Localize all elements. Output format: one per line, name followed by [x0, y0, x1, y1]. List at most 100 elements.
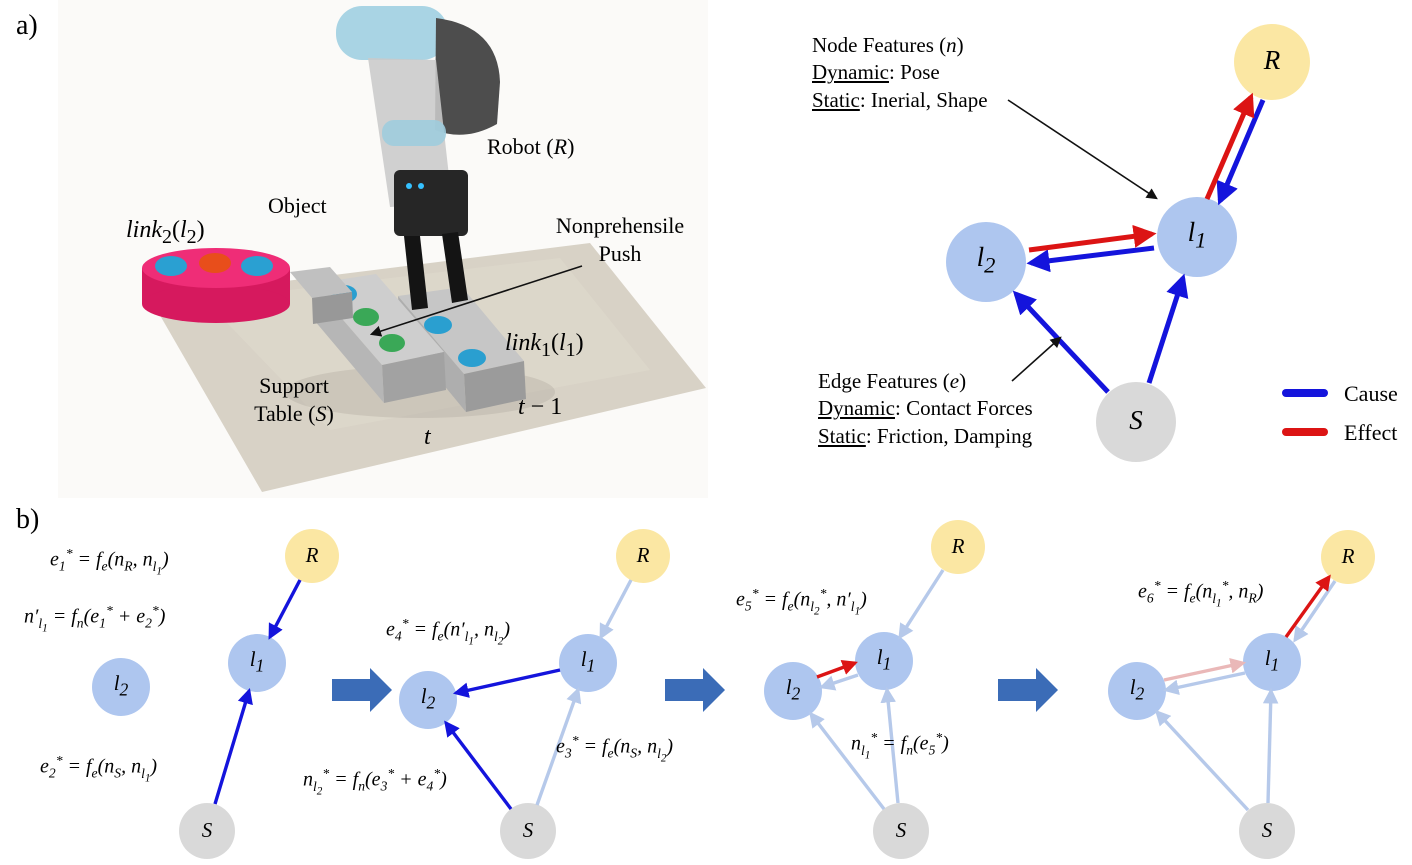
- graph-a-node-S-label: S: [1129, 404, 1143, 435]
- edge-l2-l1-effect: [1028, 224, 1157, 253]
- node-link2-circle: [1108, 662, 1166, 720]
- legend-cause-swatch: [1282, 389, 1328, 397]
- graph-a-node-R-label: R: [1263, 44, 1281, 75]
- robot-label: Robot (R): [487, 134, 575, 159]
- robot-gripper-body: [394, 170, 468, 236]
- equation-n-l2-star: nl2* = fn(e3* + e4*): [303, 766, 447, 798]
- panel3-node-l2-label: l2: [785, 675, 801, 704]
- node-robot-circle: [1234, 24, 1310, 100]
- edge-S-l1-cause-faded: [535, 687, 582, 806]
- edge-R-l1-cause-faded: [1293, 580, 1337, 643]
- graph-b-panel-2: [399, 529, 670, 859]
- object-cylinder: [142, 248, 290, 323]
- panel3-node-R-label: R: [951, 533, 965, 558]
- equation-e6: e6* = fe(nl1*, nR): [1138, 578, 1264, 610]
- step-arrow-1: [332, 668, 392, 712]
- node-link2-circle: [946, 222, 1026, 302]
- panel2-node-S-label: S: [522, 817, 534, 842]
- blue-marker-dot: [458, 349, 486, 367]
- robot-elbow-joint: [435, 18, 500, 135]
- green-marker-dot: [353, 308, 379, 326]
- legend-effect-label: Effect: [1344, 420, 1398, 445]
- step-arrow-3: [998, 668, 1058, 712]
- node-features-annotation-arrow: [1007, 99, 1158, 200]
- time-t-label: t: [424, 424, 431, 450]
- edge-features-annotation-arrow: [1011, 336, 1062, 382]
- robot-upper-link: [336, 6, 448, 60]
- graph-a-node-l2-label: l2: [976, 242, 996, 278]
- equation-e1: e1* = fe(nR, nl1): [50, 546, 169, 578]
- edge-S-l2-cause-faded: [1154, 709, 1250, 812]
- node-robot-circle: [285, 529, 339, 583]
- panel2-node-l2-label: l2: [420, 684, 436, 713]
- panel2-node-l1-label: l1: [580, 647, 596, 676]
- gripper-led: [406, 183, 412, 189]
- node-link1-circle: [855, 632, 913, 690]
- node-support-circle: [1239, 803, 1295, 859]
- edge-R-l1-cause: [1216, 99, 1266, 206]
- equation-e4: e4* = fe(n′l1, nl2): [386, 616, 511, 648]
- time-t-minus-1-label: t − 1: [518, 394, 563, 420]
- graph-b-panel-4: [1108, 530, 1375, 859]
- edge-l1-l2-cause: [452, 668, 561, 698]
- orange-marker-dot: [199, 253, 231, 273]
- panel3-node-l1-label: l1: [876, 645, 892, 674]
- link1-label: link1(l1): [505, 330, 584, 361]
- edge-S-l2-cause: [444, 720, 513, 811]
- edge-l1-R-effect: [1204, 92, 1255, 200]
- panel2-node-R-label: R: [636, 542, 650, 567]
- node-support-circle: [873, 803, 929, 859]
- node-robot-circle: [931, 520, 985, 574]
- panel1-node-S-label: S: [201, 817, 213, 842]
- robot-arm: [336, 6, 500, 310]
- edge-R-l1-cause-faded: [599, 579, 633, 640]
- edge-l2-l1-effect-faded: [1163, 657, 1247, 682]
- panel4-node-l1-label: l1: [1264, 646, 1280, 675]
- object-label: Object: [268, 193, 327, 218]
- node-link1-circle: [559, 634, 617, 692]
- panel4-node-R-label: R: [1341, 543, 1355, 568]
- node-support-circle: [1096, 382, 1176, 462]
- node-link2-circle: [399, 671, 457, 729]
- node-link1-circle: [1157, 197, 1237, 277]
- blue-marker-dot: [424, 316, 452, 334]
- node-support-circle: [179, 803, 235, 859]
- push-annotation-arrow: [369, 265, 583, 337]
- graph-a: [946, 24, 1328, 462]
- blue-marker-dot: [241, 256, 273, 276]
- gripper-led: [418, 183, 424, 189]
- node-support-circle: [500, 803, 556, 859]
- node-link2-circle: [764, 662, 822, 720]
- edge-S-l1-cause: [1146, 273, 1189, 384]
- panel4-node-S-label: S: [1261, 817, 1273, 842]
- edge-l1-l2-cause-faded: [819, 673, 859, 691]
- gripper-finger: [404, 236, 428, 310]
- small-gray-block: [290, 267, 353, 324]
- legend-cause-label: Cause: [1344, 381, 1398, 406]
- link2-label: link2(l2): [126, 217, 205, 248]
- equation-n-l1-prime: n′l1 = fn(e1* + e2*): [24, 603, 166, 635]
- robot-photo: [58, 0, 708, 498]
- panel4-node-l2-label: l2: [1129, 675, 1145, 704]
- edge-S-l1-cause-faded: [1262, 687, 1279, 804]
- panel1-node-l1-label: l1: [249, 647, 265, 676]
- green-marker-dot: [379, 334, 405, 352]
- edge-S-l1-cause: [213, 688, 253, 805]
- node-link1-circle: [1243, 633, 1301, 691]
- equation-n-l1-star: nl1* = fn(e5*): [851, 730, 949, 762]
- edge-S-l1-cause-faded: [880, 686, 900, 804]
- section-a-label: a): [16, 10, 38, 41]
- equation-e5: e5* = fe(nl2*, n′l1): [736, 586, 867, 618]
- node-link2-circle: [92, 658, 150, 716]
- section-b-label: b): [16, 504, 40, 535]
- node-link1-circle: [228, 634, 286, 692]
- panel1-node-l2-label: l2: [113, 671, 129, 700]
- edge-l1-R-effect: [1284, 574, 1331, 638]
- gripper-finger: [442, 232, 468, 303]
- edge-R-l1-cause: [268, 579, 302, 640]
